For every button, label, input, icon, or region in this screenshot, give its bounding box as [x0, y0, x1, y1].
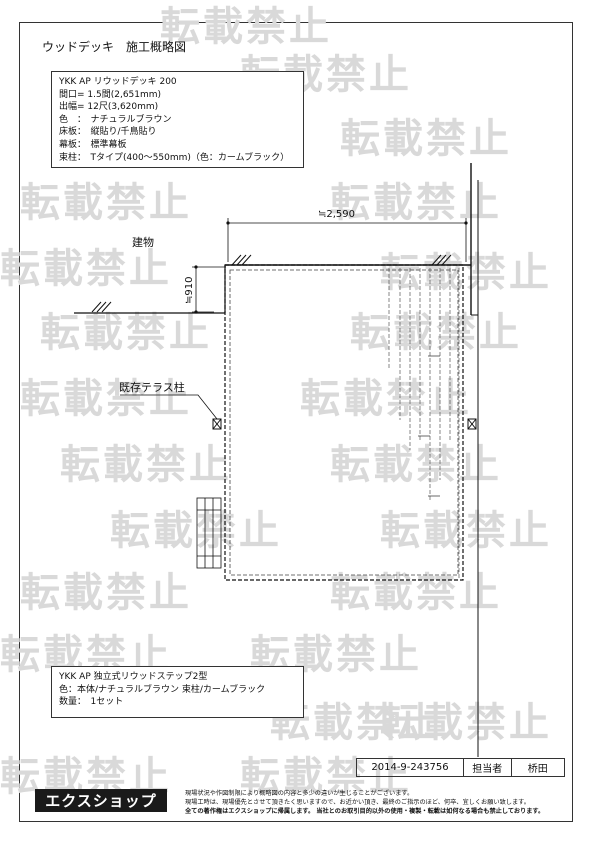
watermark-text: 転載禁止	[380, 700, 552, 746]
watermark-text: 転載禁止	[350, 310, 522, 356]
watermark-text: 転載禁止	[20, 180, 192, 226]
height-dimension-line	[192, 266, 226, 313]
existing-terrace-post-left	[212, 418, 222, 430]
watermark-text: 転載禁止	[40, 310, 212, 356]
watermark-text: 転載禁止	[60, 442, 232, 488]
watermark-text: 転載禁止	[300, 376, 472, 422]
existing-terrace-post-right	[467, 418, 477, 430]
copyright-notice: 現場状況や作図制限により概略図の内容と多少の違いが生じることがございます。 現場…	[185, 789, 570, 816]
watermark-text: 転載禁止	[340, 116, 512, 162]
deck-spec-box: YKK AP リウッドデッキ 200 間口= 1.5間(2,651mm) 出幅=…	[51, 71, 304, 168]
person-label: 担当者	[464, 759, 512, 776]
document-title: ウッドデッキ 施工概略図	[42, 40, 187, 54]
step-unit	[196, 497, 222, 569]
ground-hatch	[91, 254, 452, 313]
drawing-frame	[19, 22, 573, 822]
step-spec-box: YKK AP 独立式リウッドステップ2型 色：本体/ナチュラルブラウン 束柱/カ…	[51, 666, 304, 718]
watermark-text: 転載禁止	[160, 4, 332, 50]
doc-number: 2014-9-243756	[357, 759, 464, 776]
deck-outline	[224, 264, 464, 581]
watermark-text: 転載禁止	[380, 250, 552, 296]
deck-spec-line: 色 ： ナチュラルブラウン	[59, 114, 172, 125]
width-dimension-line	[227, 218, 467, 262]
watermark-text: 転載禁止	[110, 508, 282, 554]
watermark-text: 転載禁止	[0, 246, 172, 292]
deck-spec-line: 出幅= 12尺(3,620mm)	[59, 102, 159, 113]
board-joints	[418, 355, 440, 497]
height-dimension-text: ≒910	[184, 276, 195, 304]
person-name: 桥田	[527, 764, 548, 775]
notice-line: 全ての著作権はエクスショップに帰属します。 当社とのお取引目的以外の使用・複製・…	[185, 808, 545, 815]
deck-spec-line: 幕板： 標準幕板	[59, 139, 127, 150]
step-spec-line: 数量： 1セット	[59, 697, 124, 708]
title-block: 2014-9-243756 担当者 桥田	[356, 758, 565, 777]
deck-spec-line: YKK AP リウッドデッキ 200	[59, 77, 177, 87]
deck-spec-line: 束柱： Tタイプ(400～550mm)（色：カームブラック）	[59, 152, 290, 163]
step-spec-line: YKK AP 独立式リウッドステップ2型	[59, 672, 208, 682]
notice-line: 現場工時は、現場優先とさせて頂きたく思いますので、お近かい頂き、最終のご指示のほ…	[185, 799, 530, 806]
deck-inner-outline	[229, 269, 459, 576]
watermark-text: 転載禁止	[20, 570, 192, 616]
width-dimension-text: ≒2,590	[318, 209, 356, 220]
building-label: 建物	[132, 236, 154, 249]
floor-boards	[388, 268, 460, 580]
step-spec-line: 色：本体/ナチュラルブラウン 束柱/カームブラック	[59, 684, 266, 695]
deck-spec-line: 間口= 1.5間(2,651mm)	[59, 89, 162, 100]
watermark-text: 転載禁止	[330, 570, 502, 616]
watermark-text: 転載禁止	[240, 754, 412, 800]
watermark-text: 転載禁止	[330, 442, 502, 488]
watermark-text: 転載禁止	[380, 508, 552, 554]
deck-spec-line: 床板： 縦貼り/千鳥貼り	[59, 127, 157, 138]
notice-line: 現場状況や作図制限により概略図の内容と多少の違いが生じることがございます。	[185, 790, 414, 797]
watermark-text: 転載禁止	[20, 376, 192, 422]
company-logo: エクスショップ	[35, 789, 167, 812]
existing-post-label: 既存テラス柱	[119, 381, 185, 394]
